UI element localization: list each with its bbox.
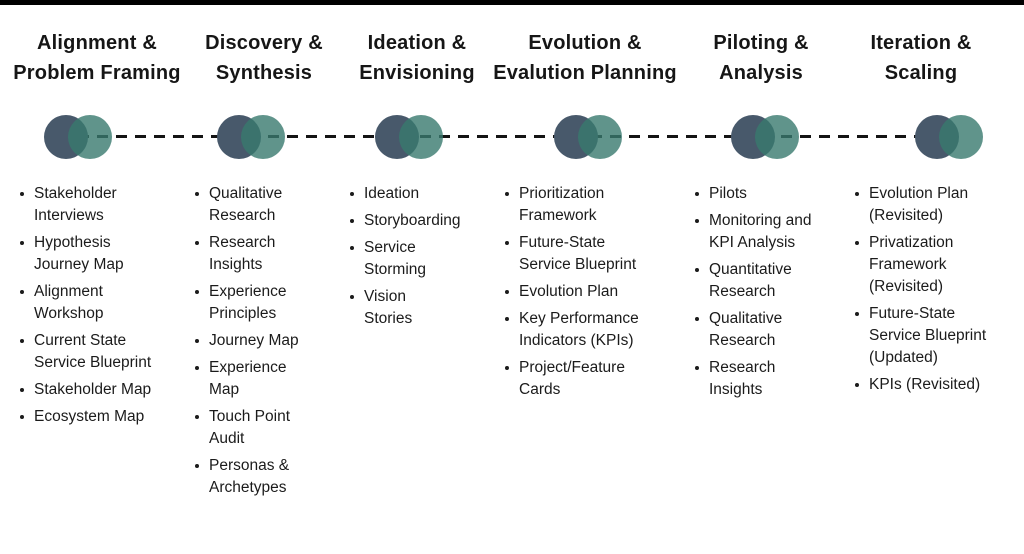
phase-title: Ideation & Envisioning xyxy=(359,32,475,84)
phase-item: Touch Point Audit xyxy=(193,406,333,450)
timeline-node xyxy=(44,115,112,159)
phase-item: Pilots xyxy=(693,183,848,205)
phase-item: Evolution Plan (Revisited) xyxy=(853,183,1018,227)
top-border-bar xyxy=(0,0,1024,5)
phase-item: Current State Service Blueprint xyxy=(18,330,178,374)
phase-item: Stakeholder Interviews xyxy=(18,183,178,227)
timeline-node-right-circle xyxy=(939,115,983,159)
phase-item: Stakeholder Map xyxy=(18,379,178,401)
phase-item: Quantitative Research xyxy=(693,259,848,303)
phase-item: Personas & Archetypes xyxy=(193,455,333,499)
phase-item: Experience Map xyxy=(193,357,333,401)
phase-item: Prioritization Framework xyxy=(503,183,673,227)
phase-item: Future-State Service Blueprint (Updated) xyxy=(853,303,1018,369)
phase-item: Key Performance Indicators (KPIs) xyxy=(503,308,673,352)
phase-item: Research Insights xyxy=(193,232,333,276)
timeline-node xyxy=(217,115,285,159)
phase-item: Alignment Workshop xyxy=(18,281,178,325)
phase-item: Monitoring and KPI Analysis xyxy=(693,210,848,254)
timeline-dashed-line xyxy=(78,135,949,138)
phase-title: Evolution & Evalution Planning xyxy=(493,32,677,84)
timeline-node-right-circle xyxy=(578,115,622,159)
phase-deliverables-list: Evolution Plan (Revisited) Privatization … xyxy=(853,183,1018,401)
phase-item: Vision Stories xyxy=(348,286,488,330)
phase-item: Project/Feature Cards xyxy=(503,357,673,401)
phase-title: Discovery & Synthesis xyxy=(205,32,323,84)
timeline-node xyxy=(554,115,622,159)
phase-item: Qualitative Research xyxy=(693,308,848,352)
phase-title: Iteration & Scaling xyxy=(870,32,972,84)
phase-item: Qualitative Research xyxy=(193,183,333,227)
timeline-node xyxy=(375,115,443,159)
phase-item: KPIs (Revisited) xyxy=(853,374,1018,396)
timeline-node-right-circle xyxy=(755,115,799,159)
phase-item: Research Insights xyxy=(693,357,848,401)
timeline-node-right-circle xyxy=(399,115,443,159)
phase-item: Future-State Service Blueprint xyxy=(503,232,673,276)
phase-item: Experience Principles xyxy=(193,281,333,325)
phase-item: Storyboarding xyxy=(348,210,488,232)
phase-item: Hypothesis Journey Map xyxy=(18,232,178,276)
phase-item: Journey Map xyxy=(193,330,333,352)
phase-item: Service Storming xyxy=(348,237,488,281)
phase-item: Evolution Plan xyxy=(503,281,673,303)
phase-item: Ideation xyxy=(348,183,488,205)
timeline-node xyxy=(915,115,983,159)
phase-title: Alignment & Problem Framing xyxy=(13,32,181,84)
phase-title: Piloting & Analysis xyxy=(713,32,809,84)
timeline-node-right-circle xyxy=(68,115,112,159)
phase-item: Ecosystem Map xyxy=(18,406,178,428)
timeline-node-right-circle xyxy=(241,115,285,159)
timeline-node xyxy=(731,115,799,159)
phase-item: Privatization Framework (Revisited) xyxy=(853,232,1018,298)
